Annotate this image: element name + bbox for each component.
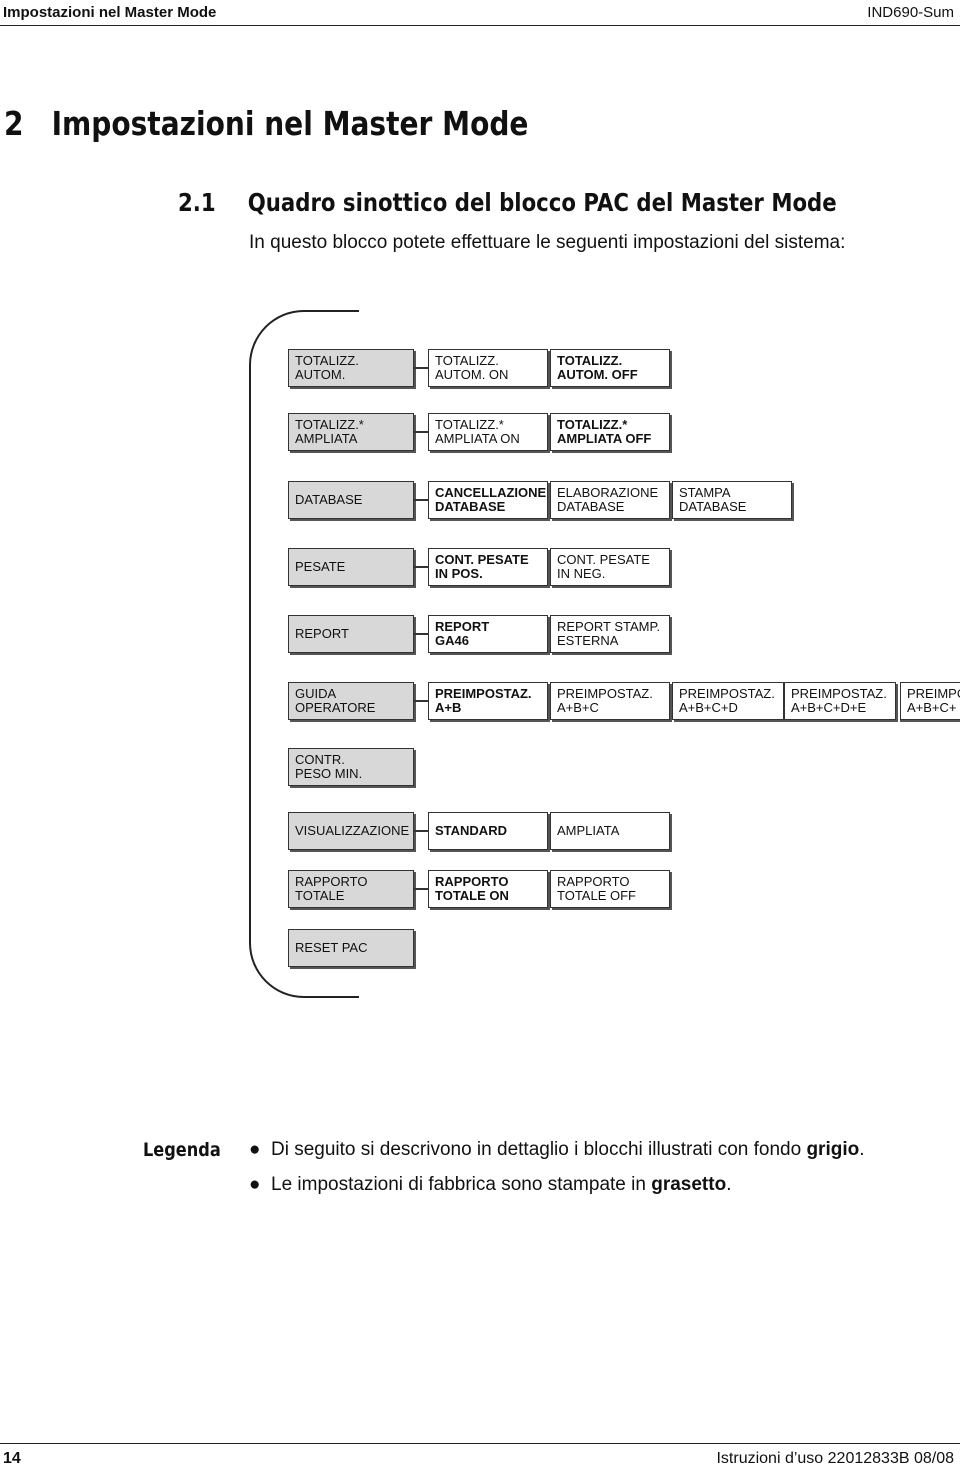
legend-item: ● Di seguito si descrivono in dettaglio i… [249,1139,865,1161]
connector-line [414,367,428,369]
legend-end: . [859,1139,865,1160]
section-title: Impostazioni nel Master Mode [51,104,529,143]
connector-line [414,830,428,832]
option-box: CONT. PESATE IN NEG. [550,548,670,586]
option-box: STAMPA DATABASE [672,481,792,519]
option-box: TOTALIZZ. AUTOM. ON [428,349,548,387]
option-box: PREIMPOSTAZ. A+B+C+D [672,682,784,720]
legend-label: Legenda [143,1139,221,1161]
footer-rule [0,1443,960,1444]
setting-block: TOTALIZZ.* AMPLIATA [288,413,414,451]
loop-line [249,310,359,998]
subsection-number: 2.1 [178,188,216,217]
option-box: CONT. PESATE IN POS. [428,548,548,586]
setting-block: TOTALIZZ. AUTOM. [288,349,414,387]
option-box: ELABORAZIONE DATABASE [550,481,670,519]
option-box: REPORT GA46 [428,615,548,653]
legend-text: Di seguito si descrivono in dettaglio i … [271,1139,807,1160]
option-box: RAPPORTO TOTALE ON [428,870,548,908]
setting-block: GUIDA OPERATORE [288,682,414,720]
setting-block: RAPPORTO TOTALE [288,870,414,908]
legend-strong: grigio [806,1139,860,1160]
diagram-row: RESET PAC [0,929,960,967]
option-box: TOTALIZZ. AUTOM. OFF [550,349,670,387]
diagram-row: PESATE CONT. PESATE IN POS.CONT. PESATE I… [0,548,960,586]
diagram-row: CONTR. PESO MIN. [0,748,960,786]
option-box: AMPLIATA [550,812,670,850]
setting-block: RESET PAC [288,929,414,967]
legend-end: . [726,1174,732,1195]
option-box: PREIMPOSTAZ. A+B [428,682,548,720]
option-box: REPORT STAMP. ESTERNA [550,615,670,653]
connector-line [414,499,428,501]
page-header: Impostazioni nel Master Mode IND690-Sum [0,0,960,26]
connector-line [414,700,428,702]
page-number: 14 [3,1450,21,1467]
setting-block: PESATE [288,548,414,586]
option-box: TOTALIZZ.* AMPLIATA OFF [550,413,670,451]
option-box: PREIMPOSTAZ. A+B+C [550,682,670,720]
connector-line [414,633,428,635]
legend-item: ● Le impostazioni di fabbrica sono stampa… [249,1174,731,1196]
setting-block: VISUALIZZAZIONE [288,812,414,850]
subsection-heading: 2.1 Quadro sinottico del blocco PAC del M… [178,188,837,217]
subsection-title: Quadro sinottico del blocco PAC del Mast… [247,188,837,217]
setting-block: REPORT [288,615,414,653]
legend-strong: grasetto [651,1174,727,1195]
section-number: 2 [4,104,24,143]
option-box: CANCELLAZIONE DATABASE [428,481,548,519]
header-product: IND690-Sum [867,4,954,21]
option-box: PREIMPOSTAZ. A+B+C+ [900,682,960,720]
diagram-row: TOTALIZZ.* AMPLIATA TOTALIZZ.* AMPLIATA O… [0,413,960,451]
option-box: RAPPORTO TOTALE OFF [550,870,670,908]
connector-line [414,888,428,890]
option-box: PREIMPOSTAZ. A+B+C+D+E [784,682,896,720]
connector-line [414,566,428,568]
header-section-title: Impostazioni nel Master Mode [3,4,217,21]
legend-text: Le impostazioni di fabbrica sono stampat… [271,1174,652,1195]
setting-block: DATABASE [288,481,414,519]
bullet-icon: ● [249,1139,261,1160]
connector-line [414,431,428,433]
bullet-icon: ● [249,1174,261,1195]
option-box: TOTALIZZ.* AMPLIATA ON [428,413,548,451]
section-heading: 2 Impostazioni nel Master Mode [4,104,528,143]
header-rule [0,25,960,26]
setting-block: CONTR. PESO MIN. [288,748,414,786]
intro-text: In questo blocco potete effettuare le se… [249,232,846,253]
option-box: STANDARD [428,812,548,850]
document-reference: Istruzioni d’uso 22012833B 08/08 [716,1450,954,1467]
